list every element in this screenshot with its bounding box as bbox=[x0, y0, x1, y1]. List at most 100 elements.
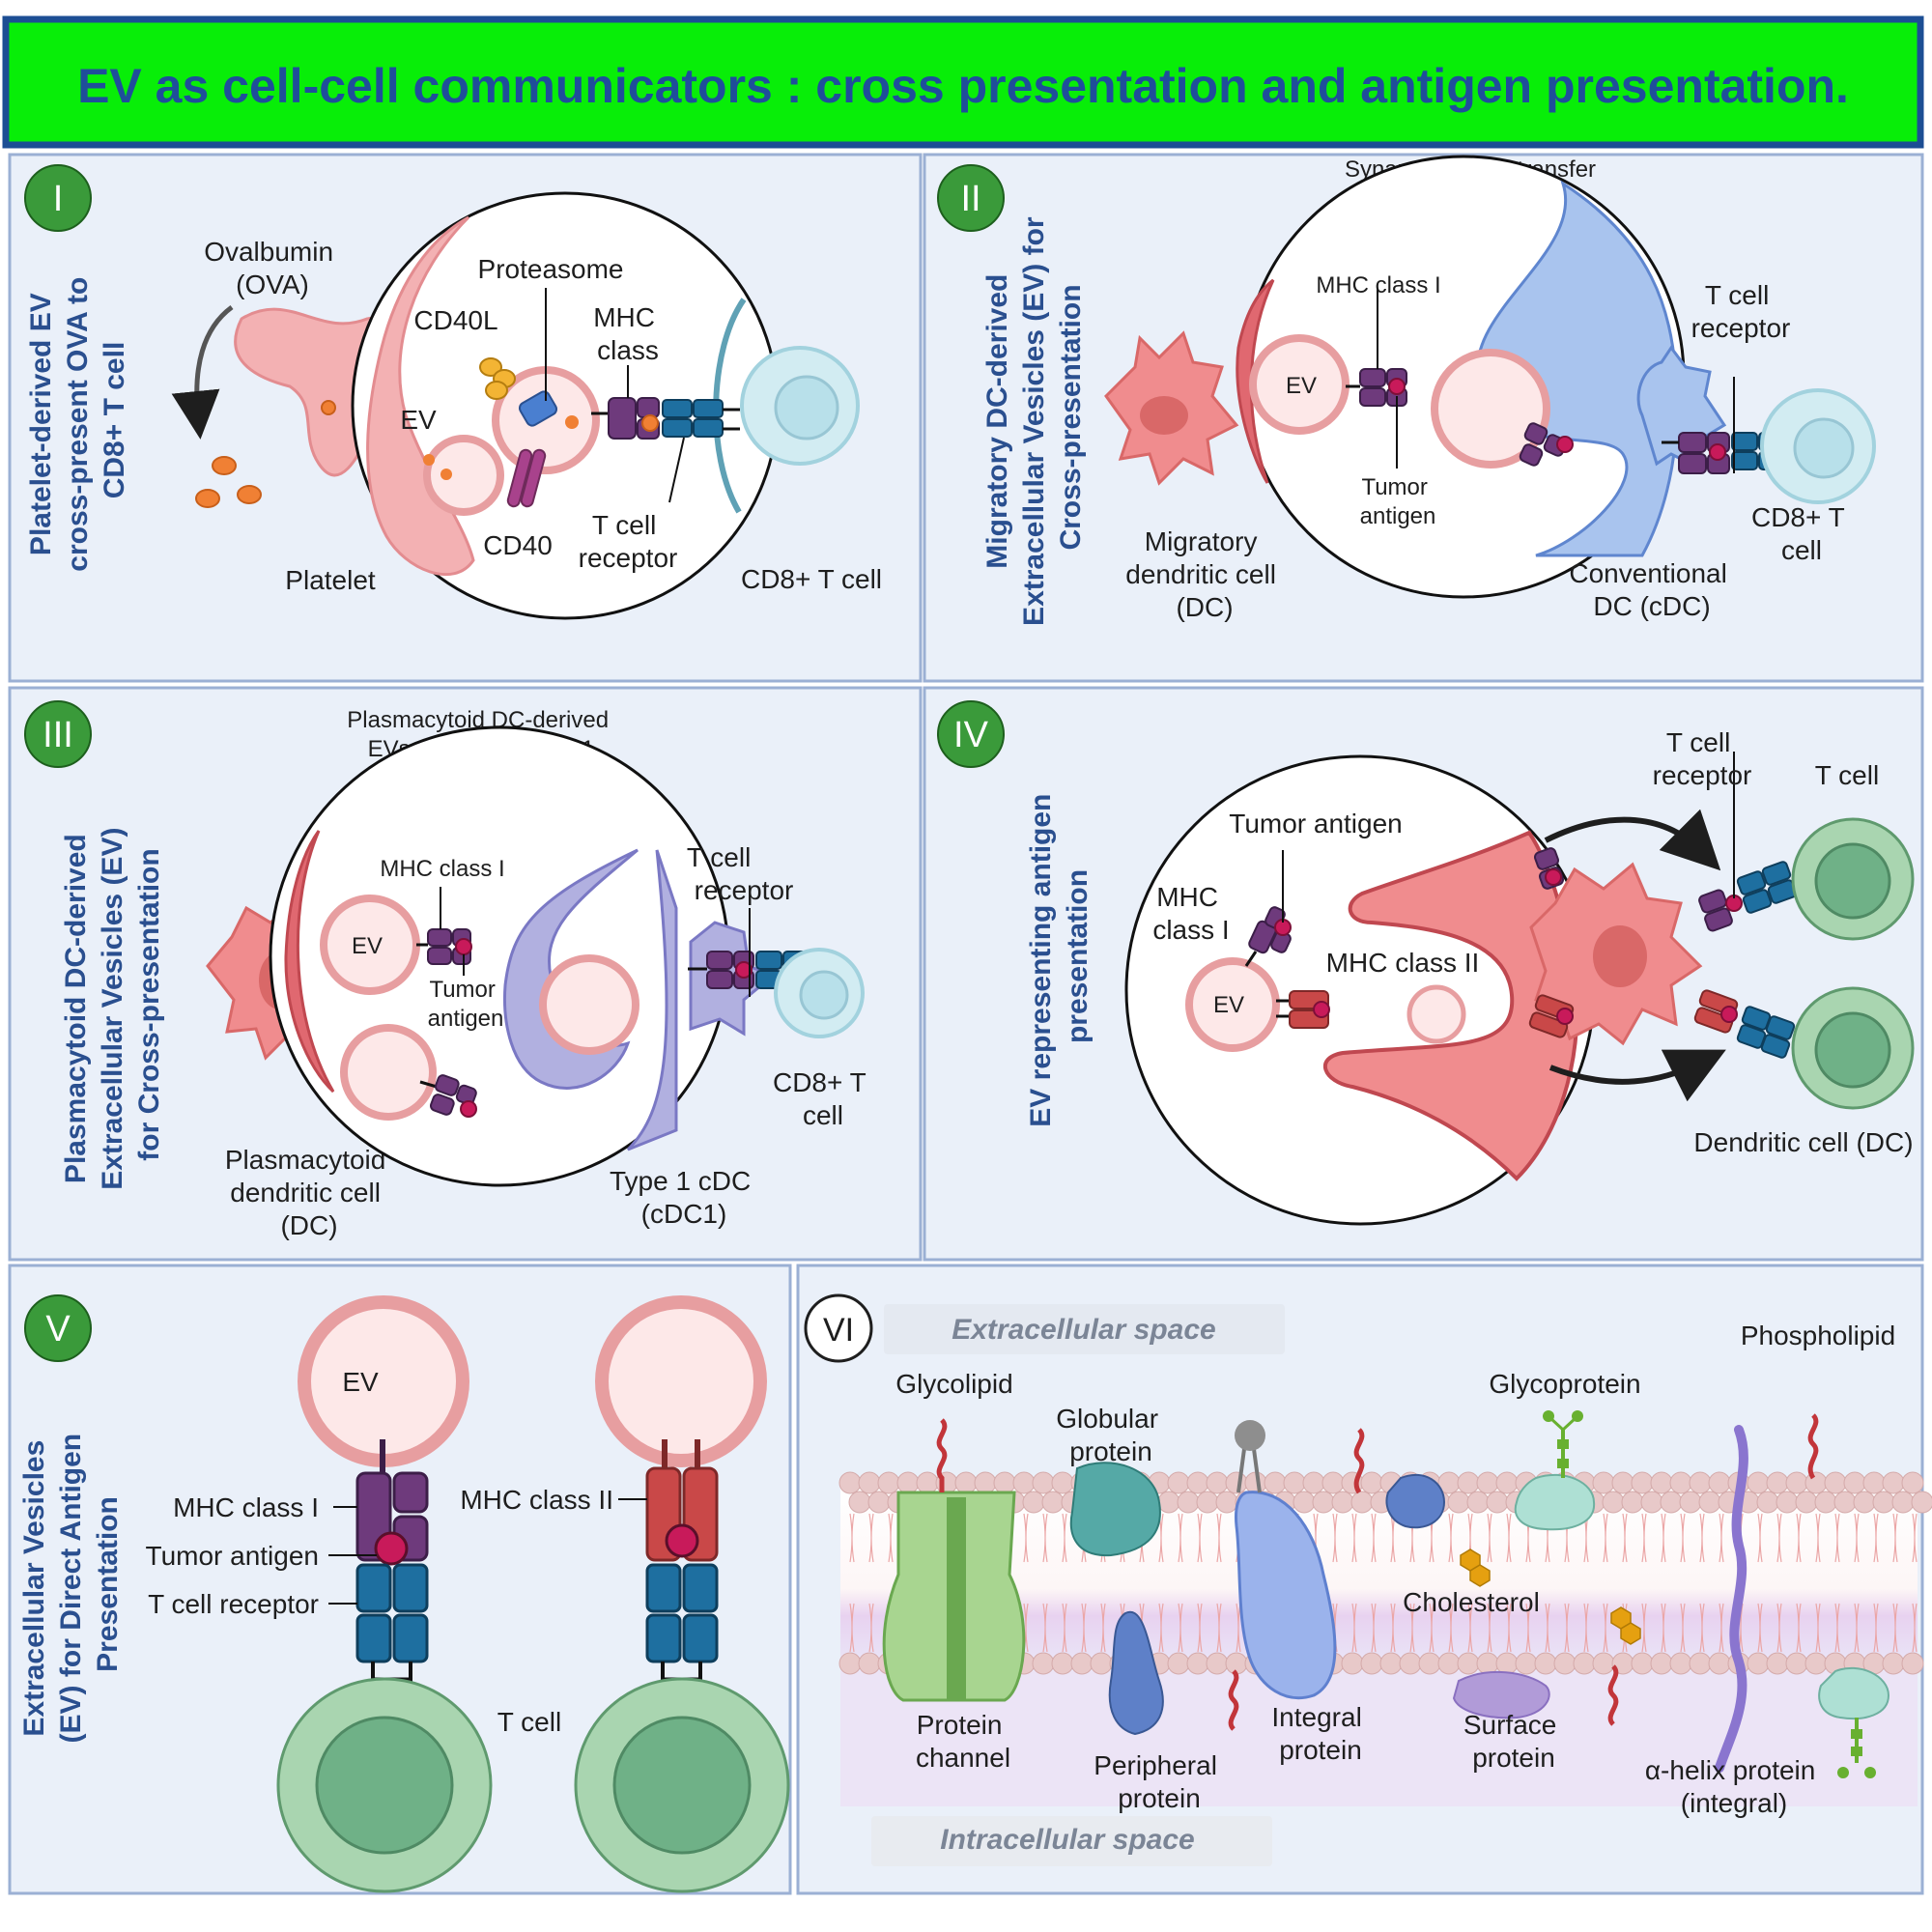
svg-text:MHC class I: MHC class I bbox=[1316, 272, 1440, 298]
svg-text:T cell: T cell bbox=[1815, 760, 1879, 790]
svg-text:Proteasome: Proteasome bbox=[478, 254, 624, 284]
proteasome-icon bbox=[518, 390, 558, 427]
svg-text:MHC class: MHC class bbox=[593, 302, 663, 365]
mhc-class-i-icon bbox=[419, 1074, 477, 1118]
svg-text:Conventional DC (cDC): Conventional DC (cDC) bbox=[1569, 558, 1734, 621]
svg-text:T cell receptor: T cell receptor bbox=[1691, 280, 1791, 343]
svg-text:IV: IV bbox=[953, 715, 989, 755]
svg-text:T cell receptor: T cell receptor bbox=[579, 510, 678, 573]
cdc1-cell bbox=[688, 908, 826, 1037]
integral-protein-icon bbox=[1235, 1420, 1337, 1700]
svg-text:III: III bbox=[43, 715, 73, 755]
zoom-circle bbox=[269, 725, 730, 1187]
svg-text:MHC class II: MHC class II bbox=[460, 1485, 613, 1515]
svg-text:T cell: T cell bbox=[497, 1707, 561, 1737]
svg-text:Tumor antigen: Tumor antigen bbox=[1360, 474, 1436, 529]
t-cell-lower bbox=[1791, 986, 1915, 1110]
svg-text:T cell receptor: T cell receptor bbox=[687, 842, 793, 905]
mhc-class-i-icon bbox=[1519, 422, 1574, 467]
svg-text:Integral protein: Integral protein bbox=[1271, 1702, 1369, 1765]
svg-text:I: I bbox=[53, 179, 64, 219]
svg-text:Extracellular space: Extracellular space bbox=[952, 1314, 1216, 1346]
dendritic-cell bbox=[1529, 862, 1703, 1046]
svg-text:Glycoprotein: Glycoprotein bbox=[1489, 1369, 1640, 1399]
svg-text:EV: EV bbox=[342, 1367, 379, 1397]
svg-text:T cell receptor: T cell receptor bbox=[1653, 727, 1752, 790]
panel-number-badge: I bbox=[24, 164, 92, 232]
arrow-lower bbox=[1548, 1049, 1726, 1102]
peripheral-protein-icon bbox=[1108, 1610, 1164, 1736]
mhc-class-i-icon bbox=[1533, 847, 1565, 890]
svg-text:Cholesterol: Cholesterol bbox=[1403, 1587, 1540, 1617]
page-title: EV as cell-cell communicators : cross pr… bbox=[77, 59, 1849, 113]
panel-6: VI Extracellular space Intracellular spa… bbox=[804, 1293, 1932, 1866]
svg-text:Dendritic cell (DC): Dendritic cell (DC) bbox=[1693, 1127, 1913, 1157]
panel-1: I Platelet-derived EV cross-present OVA … bbox=[24, 164, 882, 620]
svg-text:Surface protein: Surface protein bbox=[1463, 1710, 1564, 1773]
panel-number-badge: IV bbox=[937, 700, 1005, 768]
svg-text:Type 1 cDC (cDC1): Type 1 cDC (cDC1) bbox=[610, 1166, 758, 1229]
mhc-class-i-icon bbox=[1662, 432, 1730, 474]
svg-text:EV: EV bbox=[1286, 373, 1317, 399]
panel-side-title: Plasmacytoid DC-derived Extracellular Ve… bbox=[60, 819, 165, 1190]
mhc-class-i-icon bbox=[355, 1471, 429, 1566]
zoom-circle bbox=[1124, 754, 1596, 1226]
alpha-helix-icon bbox=[1715, 1425, 1748, 1773]
mhc-class-ii-icon bbox=[645, 1466, 719, 1562]
panel-5: V Extracellular Vesicles (EV) for Direct… bbox=[18, 1294, 790, 1893]
panel-side-title: Extracellular Vesicles (EV) for Direct A… bbox=[18, 1426, 124, 1744]
panel-side-title: Migratory DC-derived Extracellular Vesic… bbox=[981, 209, 1087, 626]
panel-number-badge: VI bbox=[804, 1293, 873, 1363]
svg-text:Protein channel: Protein channel bbox=[916, 1710, 1010, 1773]
mhc-class-ii-icon bbox=[1528, 994, 1575, 1038]
migratory-dc-cell bbox=[1104, 330, 1239, 486]
panel-number-badge: III bbox=[24, 700, 92, 768]
t-cell-receptor-icon bbox=[662, 399, 740, 438]
blue-surface-blob-icon bbox=[1385, 1473, 1446, 1529]
svg-text:Tumor antigen: Tumor antigen bbox=[146, 1541, 320, 1571]
intracellular-band bbox=[871, 1816, 1272, 1866]
t-cell-upper bbox=[1791, 817, 1915, 941]
svg-text:MHC class I: MHC class I bbox=[173, 1492, 319, 1522]
svg-text:Peripheral protein: Peripheral protein bbox=[1094, 1750, 1224, 1813]
svg-text:T cell receptor: T cell receptor bbox=[148, 1589, 319, 1619]
svg-text:EV: EV bbox=[352, 933, 383, 959]
zoom-circle bbox=[1236, 155, 1686, 599]
svg-text:CD8+ T cell: CD8+ T cell bbox=[773, 1067, 873, 1130]
svg-text:Migratory dendritic cell: Migratory dendritic cell (DC) bbox=[1125, 526, 1283, 622]
panel-number-badge: II bbox=[937, 164, 1005, 232]
panel-side-title: Platelet-derived EV cross-present OVA to… bbox=[25, 269, 130, 571]
cd8-t-cell bbox=[774, 948, 865, 1038]
svg-text:V: V bbox=[45, 1309, 71, 1350]
svg-text:II: II bbox=[960, 179, 980, 219]
svg-text:MHC class II: MHC class II bbox=[1326, 948, 1480, 978]
tcr-mhc-upper bbox=[1698, 752, 1798, 932]
svg-text:EV: EV bbox=[400, 405, 437, 435]
glycolipid-icons bbox=[936, 1413, 1819, 1731]
platelet-label: Platelet bbox=[285, 565, 376, 595]
cd8-t-cell bbox=[740, 346, 860, 466]
cd40-icon bbox=[506, 448, 547, 508]
extracellular-band bbox=[884, 1304, 1285, 1354]
svg-text:Ovalbumin (OVA): Ovalbumin (OVA) bbox=[204, 237, 341, 299]
svg-text:MHC class I: MHC class I bbox=[380, 856, 504, 882]
globular-protein-icon bbox=[1069, 1462, 1161, 1557]
svg-text:MHC class I: MHC class I bbox=[1152, 882, 1229, 945]
t-cell-left bbox=[276, 1677, 493, 1893]
surface-protein-icon bbox=[1452, 1670, 1550, 1719]
arrow-upper bbox=[1544, 809, 1721, 871]
cd40l-icon bbox=[479, 357, 516, 400]
panel-3: III Plasmacytoid DC-derived EVs uptaken … bbox=[24, 700, 873, 1240]
panel-4: IV EV representing antigen presentation bbox=[937, 700, 1915, 1226]
panel-2: II Synaptic vesicle transfer Migratory D… bbox=[937, 155, 1876, 626]
zoom-circle bbox=[351, 191, 780, 620]
curved-arrow bbox=[171, 304, 234, 440]
cholesterol-icon bbox=[1460, 1548, 1641, 1645]
glycoprotein-icon bbox=[1514, 1410, 1596, 1531]
svg-text:CD40L: CD40L bbox=[413, 305, 497, 335]
protein-channel-icon bbox=[882, 1491, 1026, 1702]
svg-text:CD8+ T cell: CD8+ T cell bbox=[1751, 502, 1852, 565]
svg-text:EV: EV bbox=[1213, 992, 1244, 1018]
svg-text:CD8+ T cell: CD8+ T cell bbox=[741, 564, 882, 594]
